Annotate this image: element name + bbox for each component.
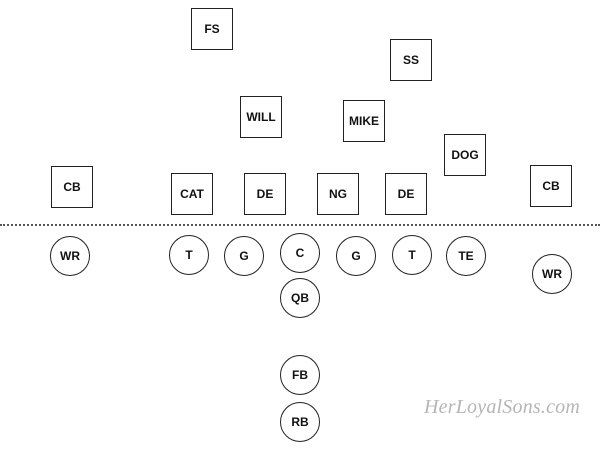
line-of-scrimmage bbox=[0, 224, 600, 226]
defender-mike-linebacker: MIKE bbox=[343, 100, 385, 142]
defender-strong-safety: SS bbox=[390, 39, 432, 81]
offense-tackle-left: T bbox=[169, 235, 209, 275]
offense-tight-end: TE bbox=[446, 236, 486, 276]
defender-end-left: DE bbox=[244, 173, 286, 215]
watermark: HerLoyalSons.com bbox=[424, 396, 580, 418]
offense-quarterback: QB bbox=[280, 278, 320, 318]
defender-will-linebacker: WILL bbox=[240, 96, 282, 138]
offense-wide-receiver-left: WR bbox=[50, 236, 90, 276]
defender-cornerback-left: CB bbox=[51, 166, 93, 208]
offense-running-back: RB bbox=[280, 402, 320, 442]
defender-free-safety: FS bbox=[191, 8, 233, 50]
offense-fullback: FB bbox=[280, 355, 320, 395]
defender-dog-linebacker: DOG bbox=[444, 134, 486, 176]
offense-wide-receiver-right: WR bbox=[532, 254, 572, 294]
offense-guard-right: G bbox=[336, 236, 376, 276]
offense-center: C bbox=[280, 233, 320, 273]
defender-end-right: DE bbox=[385, 173, 427, 215]
offense-guard-left: G bbox=[224, 236, 264, 276]
defender-cornerback-right: CB bbox=[530, 165, 572, 207]
defender-nose-guard: NG bbox=[317, 173, 359, 215]
defender-cat-linebacker: CAT bbox=[171, 173, 213, 215]
offense-tackle-right: T bbox=[392, 235, 432, 275]
